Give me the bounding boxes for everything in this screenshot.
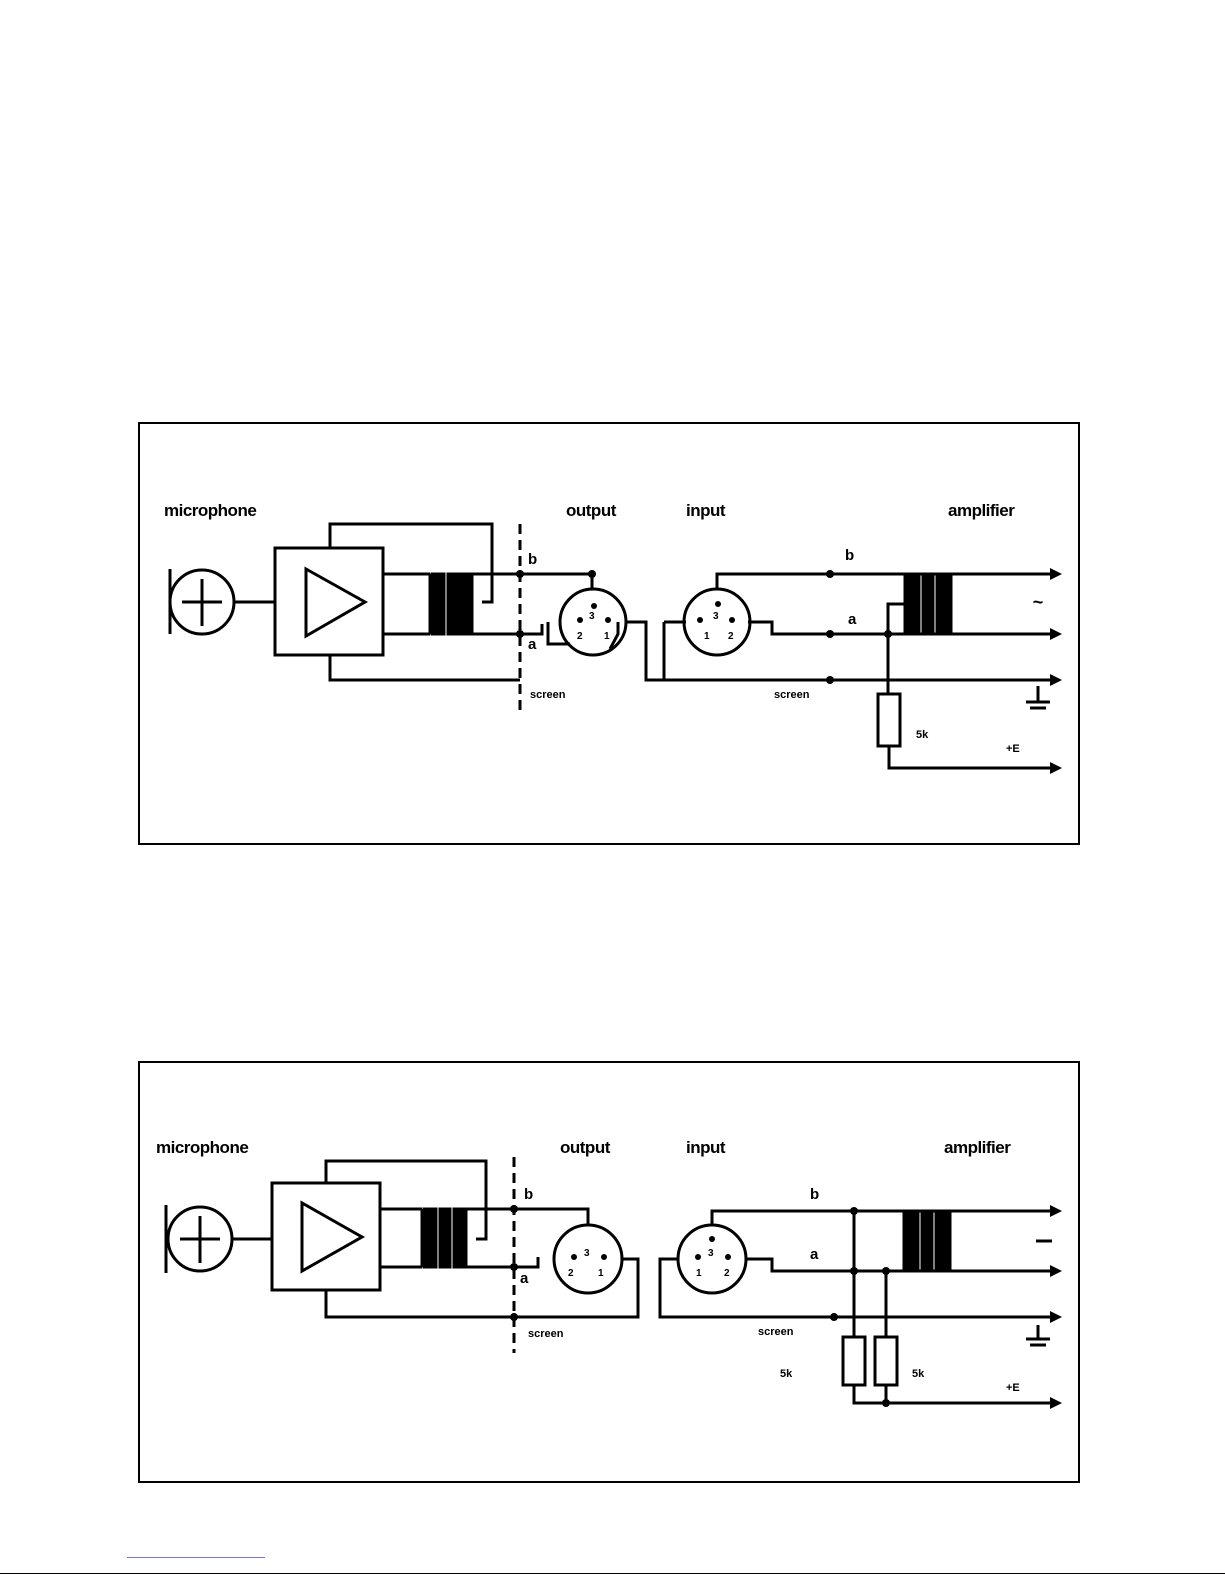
output-pin: 3 (584, 1249, 590, 1259)
output-pin: 1 (598, 1269, 604, 1279)
diagram-panel-2: microphone output input amplifier b a b … (138, 1061, 1080, 1483)
amplifier-label: amplifier (948, 502, 1014, 519)
screen-label-right: screen (758, 1327, 793, 1338)
output-connector (554, 1225, 622, 1293)
input-label: input (686, 502, 725, 519)
amplifier-label: amplifier (944, 1139, 1010, 1156)
input-label: input (686, 1139, 725, 1156)
wire-a-label-right: a (810, 1247, 818, 1262)
diagram-panel-1: ~ microphone output input amplifier b a … (138, 422, 1080, 845)
screen-label-right: screen (774, 690, 809, 701)
microphone-label: microphone (156, 1139, 248, 1156)
output-pin: 2 (568, 1269, 574, 1279)
wire-a-label-left: a (520, 1271, 528, 1286)
amplifier-triangle (302, 1203, 362, 1271)
input-connector (684, 589, 750, 655)
wire-b-label-left: b (528, 552, 537, 567)
page-bottom-rule (0, 1573, 1225, 1574)
svg-text:~: ~ (1033, 592, 1044, 612)
wire-a-label-right: a (848, 612, 856, 627)
schematic-2 (140, 1063, 1078, 1482)
wire-b-label-left: b (524, 1187, 533, 1202)
input-pin: 3 (713, 612, 719, 622)
supply-label: +E (1006, 744, 1020, 755)
input-pin: 3 (708, 1249, 714, 1259)
output-label: output (566, 502, 616, 519)
footnote-rule (127, 1557, 265, 1558)
supply-label: +E (1006, 1383, 1020, 1394)
screen-label-left: screen (528, 1329, 563, 1340)
wire-b-label-right: b (845, 548, 854, 563)
output-pin: 3 (589, 612, 595, 622)
screen-label-left: screen (530, 690, 565, 701)
wire-b-label-right: b (810, 1187, 819, 1202)
amplifier-triangle (306, 569, 365, 636)
output-pin: 1 (604, 632, 610, 642)
resistor-label-2: 5k (912, 1369, 924, 1380)
resistor-label-1: 5k (780, 1369, 792, 1380)
input-pin: 1 (696, 1269, 702, 1279)
wire-a-label-left: a (528, 637, 536, 652)
microphone-label: microphone (164, 502, 256, 519)
input-connector (678, 1225, 746, 1293)
input-pin: 1 (704, 632, 710, 642)
output-pin: 2 (577, 632, 583, 642)
output-label: output (560, 1139, 610, 1156)
input-pin: 2 (728, 632, 734, 642)
input-pin: 2 (724, 1269, 730, 1279)
resistor-label: 5k (916, 730, 928, 741)
